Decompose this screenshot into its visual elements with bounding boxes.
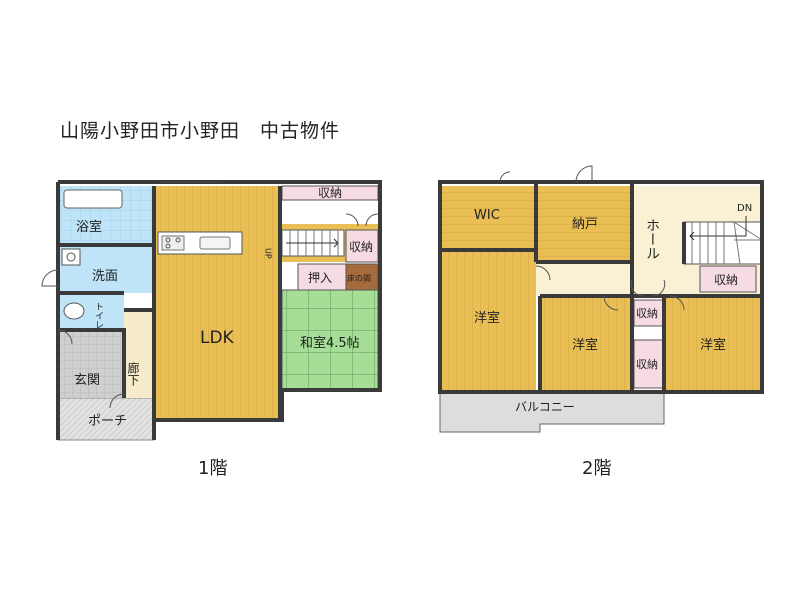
stairs-up-label: UP — [264, 248, 273, 259]
room-label-washroom: 洗面 — [92, 269, 118, 284]
washitsu-area — [281, 289, 379, 391]
bathtub — [63, 189, 123, 209]
western-right-area — [664, 296, 762, 392]
floor2-plan — [438, 165, 764, 433]
room-label-bath: 浴室 — [76, 219, 102, 235]
page-title: 山陽小野田市小野田 中古物件 — [60, 120, 341, 142]
room-label-ldk: LDK — [200, 328, 235, 348]
entrance-area — [58, 330, 124, 398]
room-label-storage-top: 収納 — [318, 186, 342, 200]
room-label-porch: ポーチ — [88, 414, 127, 429]
room-label-wic: WIC — [474, 208, 500, 223]
stairs-2f — [683, 216, 763, 265]
walls-2f — [438, 180, 764, 394]
storage-mid-upper — [633, 299, 665, 327]
nando-area — [536, 186, 632, 262]
room-label-nando: 納戸 — [572, 217, 598, 232]
ldk-area — [154, 186, 280, 420]
room-label-oshiire: 押入 — [308, 271, 332, 285]
room-label-storage-stair: 収納 — [349, 240, 373, 254]
sink-icon — [199, 236, 231, 250]
room-label-western-left: 洋室 — [474, 310, 500, 326]
room-label-toilet: トイレ — [93, 302, 104, 329]
room-label-hall: ホール — [644, 218, 660, 260]
room-label-washitsu: 和室4.5帖 — [300, 335, 360, 351]
washbasin-icon — [61, 248, 81, 266]
room-label-storage-mid-lower: 収納 — [636, 358, 658, 371]
stove-icon — [161, 235, 185, 251]
room-label-balcony: バルコニー — [515, 400, 575, 414]
tokonoma-area — [345, 263, 379, 291]
oshiire-area — [297, 263, 347, 291]
western-mid-area — [540, 296, 630, 392]
floor1-label: 1階 — [198, 458, 228, 479]
stairs-1f — [281, 229, 345, 257]
storage-right — [699, 265, 757, 293]
room-label-storage-mid-upper: 収納 — [636, 307, 658, 320]
storage-stair — [345, 229, 379, 263]
room-label-storage-right: 収納 — [714, 273, 738, 287]
toilet-icon — [63, 302, 85, 320]
wic-area — [440, 186, 536, 250]
walls-1f — [56, 180, 382, 440]
room-label-tokonoma: 床の間 — [347, 273, 371, 283]
hallway-area — [124, 310, 154, 398]
room-label-western-right: 洋室 — [700, 337, 726, 353]
western-left-area — [440, 250, 536, 392]
floor2-label: 2階 — [582, 458, 612, 479]
room-label-hallway: 廊下 — [126, 361, 140, 386]
room-label-western-mid: 洋室 — [572, 337, 598, 353]
room-label-entrance: 玄関 — [74, 373, 100, 388]
floor1-plan — [41, 180, 382, 441]
stairs-dn-label: DN — [737, 203, 752, 214]
